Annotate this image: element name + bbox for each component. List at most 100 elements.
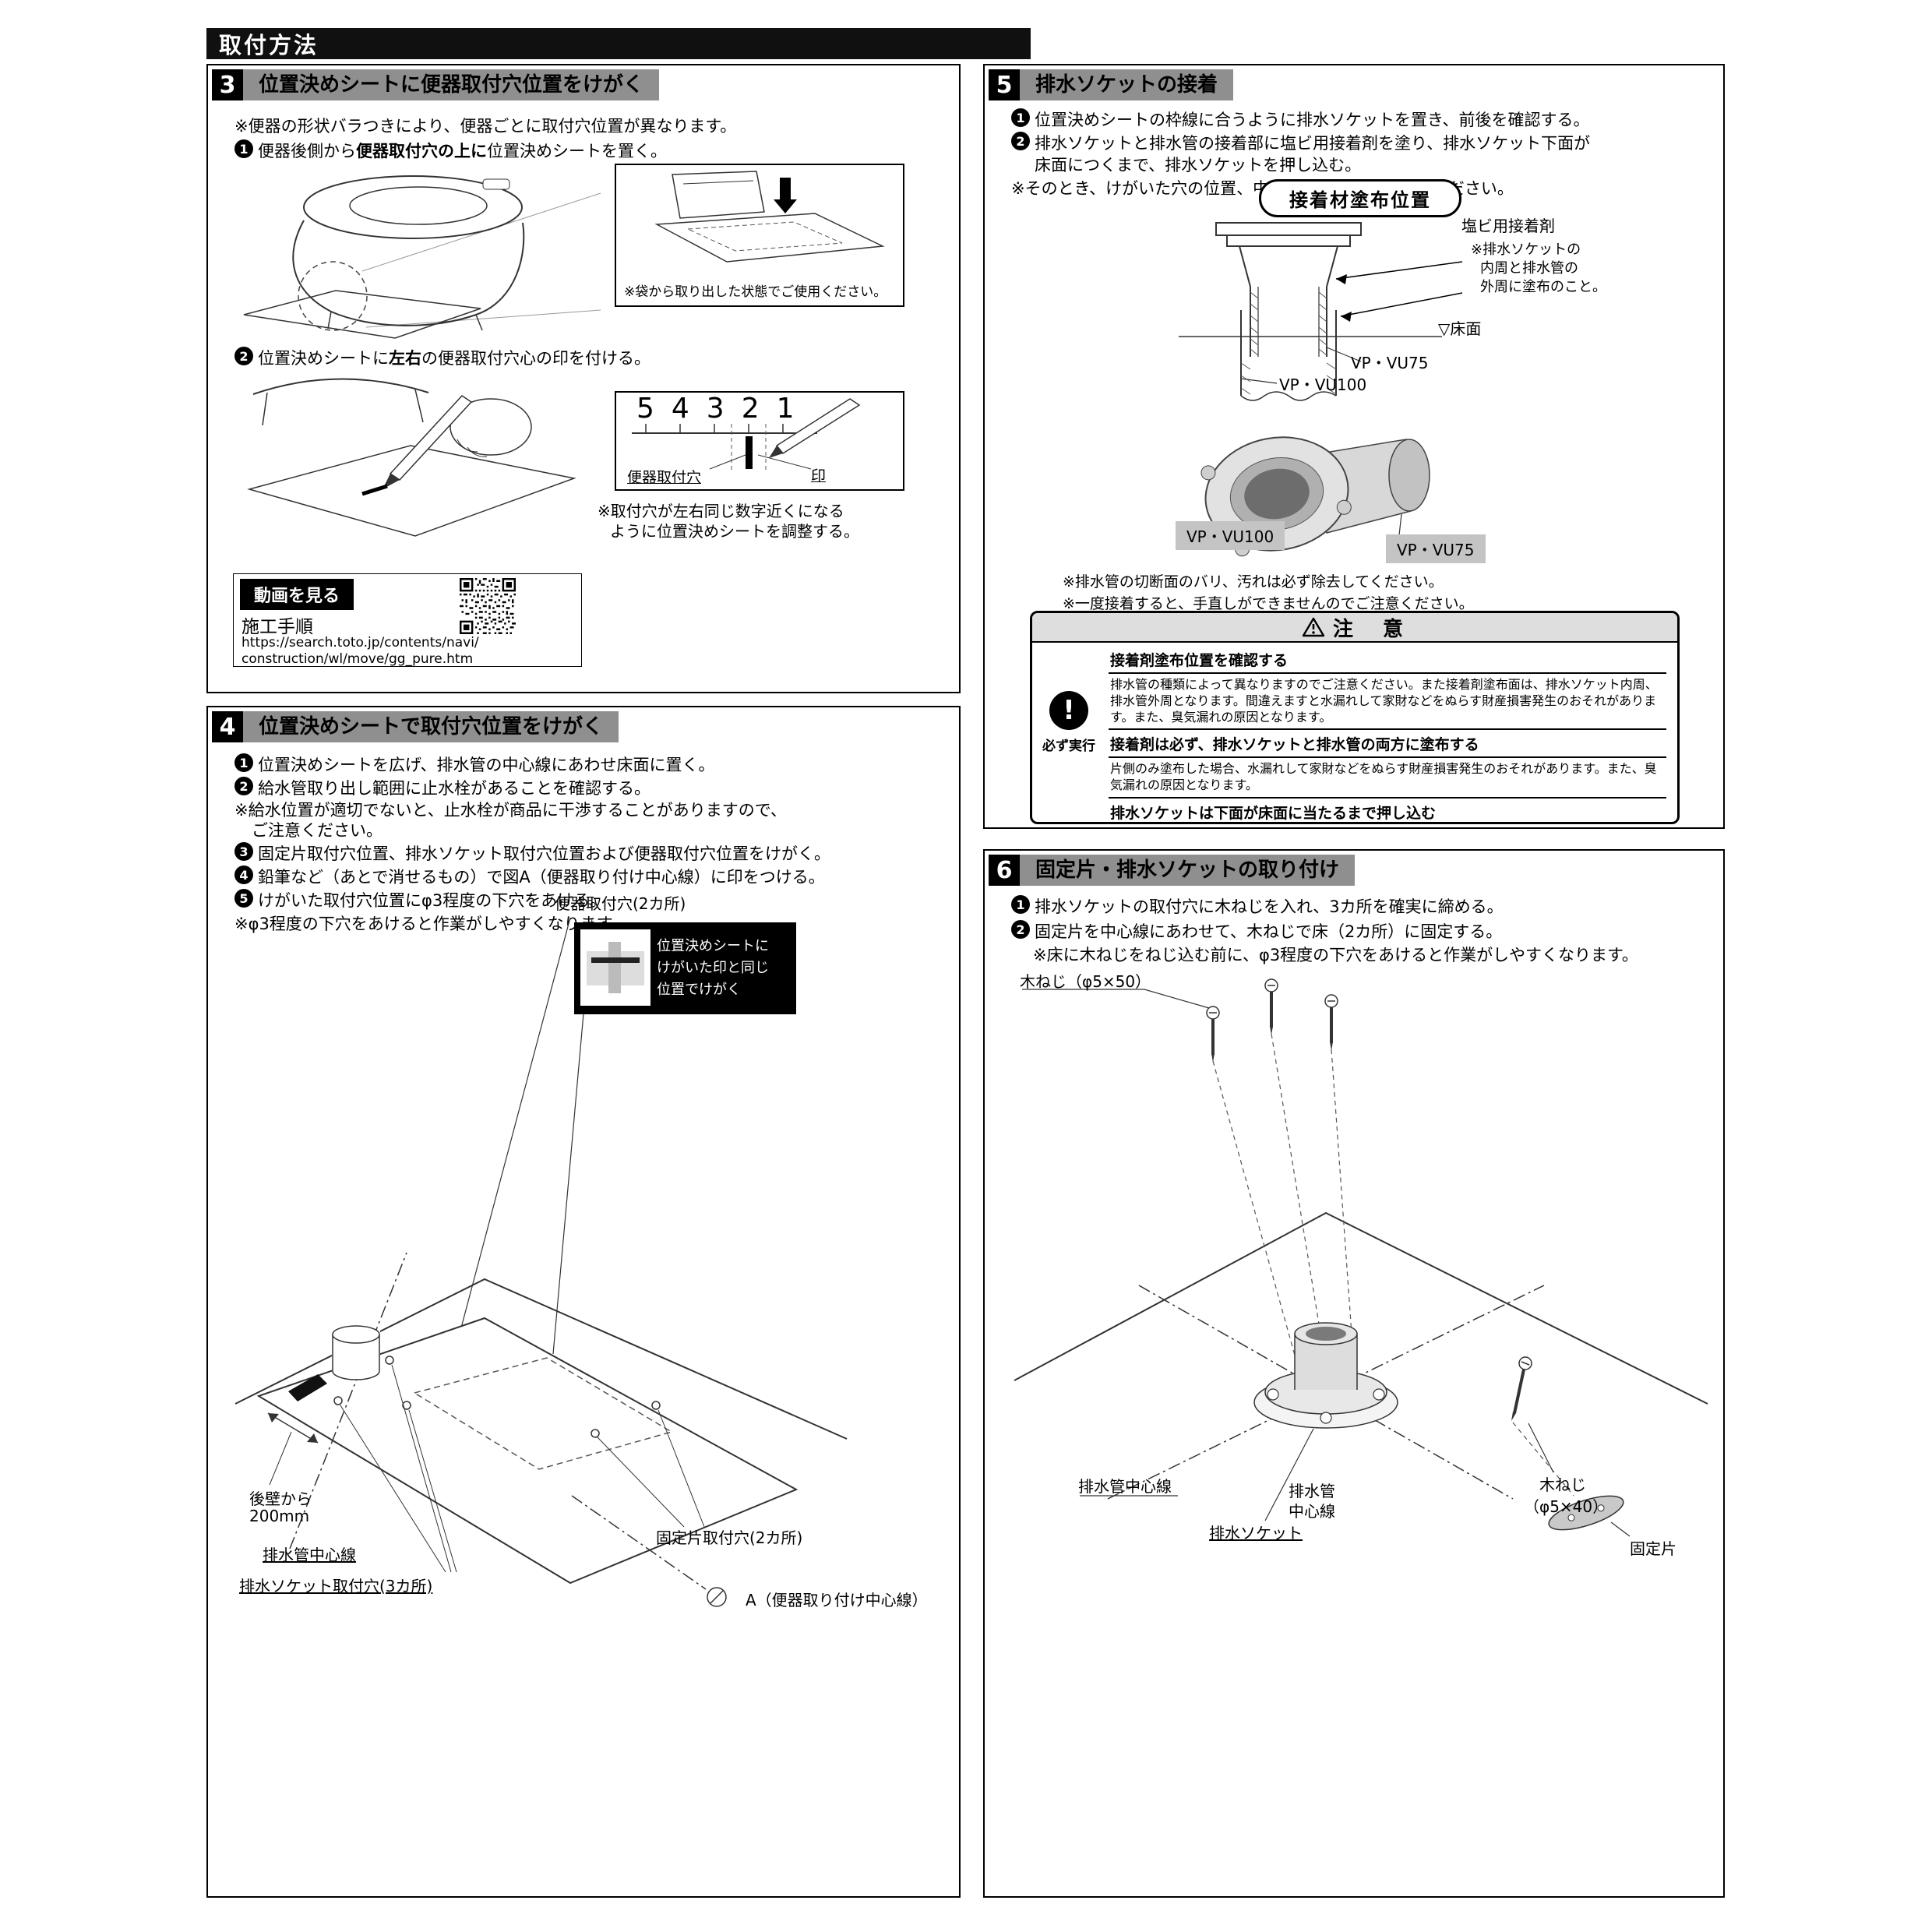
step-text-post: の便器取付穴心の印を付ける。 — [421, 349, 650, 368]
section-4-note2a: ※給水位置が適切でないと、止水栓が商品に干渉することがありますので、 — [234, 801, 787, 820]
step-number: 1 — [1011, 895, 1030, 914]
section-4-step-5: 5 けがいた取付穴位置にφ3程度の下穴をあける。 — [234, 888, 606, 911]
section-6-panel: 6 固定片・排水ソケットの取り付け 1 排水ソケットの取付穴に木ねじを入れ、3カ… — [983, 849, 1725, 1898]
label-drain-centerline-left: 排水管中心線 — [1078, 1477, 1172, 1496]
ruler-mark-label: 印 — [811, 467, 827, 485]
label-vp-vu75: VP・VU75 — [1351, 354, 1429, 372]
step-text-pre: 位置決めシートに — [258, 349, 389, 368]
caution-heading-3: 排水ソケットは下面が床面に当たるまで押し込む — [1109, 799, 1666, 822]
label-toilet-holes: 便器取付穴(2カ所) — [555, 894, 686, 913]
section-5-panel: 5 排水ソケットの接着 1 位置決めシートの枠線に合うように排水ソケットを置き、… — [983, 64, 1725, 829]
label-drain-socket: 排水ソケット — [1209, 1524, 1303, 1542]
step-number: 4 — [234, 866, 253, 884]
section-3-number: 3 — [212, 69, 243, 100]
section-4-step-1: 1 位置決めシートを広げ、排水管の中心線にあわせ床面に置く。 — [234, 753, 715, 776]
marking-callout-photo — [580, 929, 650, 1006]
section-4-step-2: 2 給水管取り出し範囲に止水栓があることを確認する。 — [234, 776, 650, 799]
label-drain-centerline-mid-2: 中心線 — [1289, 1502, 1335, 1521]
step-number: 2 — [234, 777, 253, 795]
section-4-step-3: 3 固定片取付穴位置、排水ソケット取付穴位置および便器取付穴位置をけがく。 — [234, 841, 830, 865]
callout-line3: 位置でけがく — [657, 982, 741, 998]
section-6-step-1: 1 排水ソケットの取付穴に木ねじを入れ、3カ所を確実に締める。 — [1011, 894, 1504, 918]
caution-text-1: 排水管の種類によって異なりますのでご注意ください。また接着剤塗布面は、排水ソケッ… — [1109, 674, 1666, 731]
ruler-inset: 54321 便器取付穴 印 — [615, 391, 904, 491]
section-5-step-2b: 床面につくまで、排水ソケットを押し込む。 — [1035, 156, 1362, 175]
step-number: 2 — [1011, 132, 1030, 150]
marking-callout-photo-drawing — [580, 929, 650, 1006]
step-number: 1 — [234, 753, 253, 772]
step-text: 固定片取付穴位置、排水ソケット取付穴位置および便器取付穴位置をけがく。 — [258, 844, 830, 863]
section-6-header: 6 固定片・排水ソケットの取り付け — [989, 855, 1356, 886]
step-text: 位置決めシートの枠線に合うように排水ソケットを置き、前後を確認する。 — [1035, 111, 1590, 129]
warning-triangle-icon — [1302, 617, 1325, 637]
section-3-title: 位置決めシートに便器取付穴位置をけがく — [243, 69, 660, 100]
section-3-header: 3 位置決めシートに便器取付穴位置をけがく — [212, 69, 660, 100]
socket-fastening-diagram — [1014, 978, 1708, 1537]
toilet-illustration — [243, 175, 601, 339]
qr-code — [460, 578, 516, 634]
ruler-drawing — [632, 398, 861, 472]
section-5-note3: ※一度接着すると、手直しができませんのでご注意ください。 — [1063, 595, 1474, 612]
section-4-panel: 4 位置決めシートで取付穴位置をけがく 1 位置決めシートを広げ、排水管の中心線… — [206, 706, 961, 1898]
label-vp-vu100: VP・VU100 — [1279, 375, 1367, 394]
socket-cross-section — [1179, 222, 1463, 401]
label-pvc-adhesive: 塩ビ用接着剤 — [1461, 217, 1555, 235]
label-fix-holes: 固定片取付穴(2カ所) — [656, 1528, 803, 1547]
wood-screws — [1206, 978, 1532, 1421]
ruler-caption-line1: ※取付穴が左右同じ数字近くになる — [598, 502, 844, 520]
step-text: 鉛筆など（あとで消せるもの）で図A（便器取り付け中心線）に印をつける。 — [258, 868, 825, 887]
caution-section-2: 接着剤は必ず、排水ソケットと排水管の両方に塗布する 片側のみ塗布した場合、水漏れ… — [1109, 730, 1666, 799]
step-number: 2 — [234, 347, 253, 365]
caution-box: 注 意 ! 必ず実行 接着剤塗布位置を確認する 排水管の種類によって異なりますの… — [1030, 611, 1680, 824]
label-adhesive-note-1: ※排水ソケットの — [1471, 242, 1581, 258]
step-text-pre: 便器後側から — [258, 142, 356, 160]
video-badge: 動画を見る — [240, 579, 354, 610]
caution-header: 注 意 — [1032, 613, 1677, 643]
inset-caption: ※袋から取り出した状態でご使用ください。 — [624, 284, 887, 300]
section-4-step-4: 4 鉛筆など（あとで消せるもの）で図A（便器取り付け中心線）に印をつける。 — [234, 865, 825, 888]
callout-line2: けがいた印と同じ — [657, 960, 769, 976]
step-text: 排水ソケットの取付穴に木ねじを入れ、3カ所を確実に締める。 — [1035, 897, 1504, 916]
video-title: 施工手順 — [242, 617, 313, 637]
section-6-step-2: 2 固定片を中心線にあわせて、木ねじで床（2カ所）に固定する。 — [1011, 919, 1502, 943]
label-socket-holes: 排水ソケット取付穴(3カ所) — [239, 1577, 433, 1595]
label-vp-vu100-box: VP・VU100 — [1176, 521, 1285, 550]
caution-text-2: 片側のみ塗布した場合、水漏れして家財などをぬらす財産損害発生のおそれがあります。… — [1109, 758, 1666, 799]
adhesive-position-pill: 接着材塗布位置 — [1259, 179, 1461, 217]
caution-section-1: 接着剤塗布位置を確認する 排水管の種類によって異なりますのでご注意ください。また… — [1109, 646, 1666, 731]
step-number: 3 — [234, 842, 253, 861]
label-rear-wall-1: 後壁から — [249, 1490, 312, 1508]
sheet-placement-drawing — [654, 171, 885, 263]
section-3-step-2: 2 位置決めシートに左右の便器取付穴心の印を付ける。 — [234, 346, 650, 369]
section-3-step-1: 1 便器後側から便器取付穴の上に位置決めシートを置く。 — [234, 139, 667, 162]
step-number: 2 — [1011, 920, 1030, 939]
page-title-bar: 取付方法 — [206, 28, 1031, 59]
label-adhesive-note-3: 外周に塗布のこと。 — [1480, 279, 1606, 295]
section-3-panel: 3 位置決めシートに便器取付穴位置をけがく ※便器の形状バラつきにより、便器ごと… — [206, 64, 961, 693]
ruler-caption-line2: ように位置決めシートを調整する。 — [610, 522, 859, 541]
label-wood-screw-50: 木ねじ（φ5×50） — [1020, 972, 1151, 991]
label-line-a: A（便器取り付け中心線） — [746, 1591, 928, 1609]
section-4-note2b: ご注意ください。 — [252, 821, 383, 840]
section-4-title: 位置決めシートで取付穴位置をけがく — [243, 711, 619, 742]
label-wood-screw-40-1: 木ねじ — [1539, 1475, 1586, 1494]
caution-heading-2: 接着剤は必ず、排水ソケットと排水管の両方に塗布する — [1109, 730, 1666, 759]
step-text: 排水ソケットと排水管の接着部に塩ビ用接着剤を塗り、排水ソケット下面が — [1035, 134, 1591, 153]
caution-title: 注 意 — [1332, 617, 1408, 641]
label-rear-wall-2: 200mm — [249, 1507, 310, 1525]
caution-mandatory: ! 必ず実行 — [1032, 643, 1105, 822]
floor-marking-diagram — [234, 917, 848, 1607]
page-title: 取付方法 — [219, 32, 319, 58]
section-4-number: 4 — [212, 711, 243, 742]
section-6-number: 6 — [989, 855, 1020, 886]
caution-badge: 必ず実行 — [1042, 739, 1095, 754]
fixing-piece — [1548, 1495, 1624, 1531]
caution-sections: 接着剤塗布位置を確認する 排水管の種類によって異なりますのでご注意ください。また… — [1105, 643, 1677, 822]
section-4-note5: ※φ3程度の下穴をあけると作業がしやすくなります。 — [234, 915, 628, 933]
section-4-header: 4 位置決めシートで取付穴位置をけがく — [212, 711, 619, 742]
section-5-note2: ※排水管の切断面のバリ、汚れは必ず除去してください。 — [1063, 573, 1444, 591]
step-number: 1 — [234, 139, 253, 158]
step-text: 位置決めシートを広げ、排水管の中心線にあわせ床面に置く。 — [258, 756, 715, 774]
caution-heading-1: 接着剤塗布位置を確認する — [1109, 646, 1666, 674]
